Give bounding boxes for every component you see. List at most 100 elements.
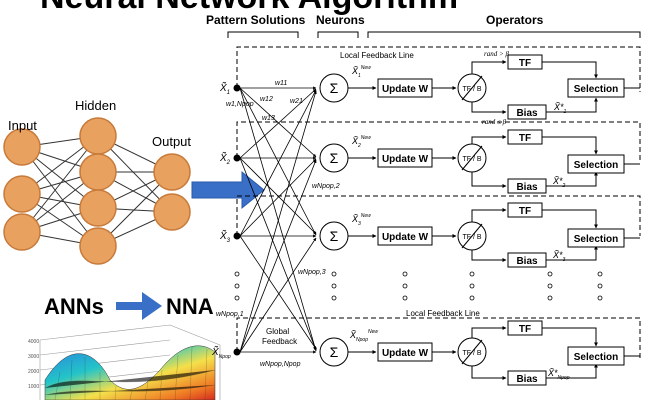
nn-illustration: Input Hidden Output [3, 98, 191, 265]
nn-input-label: Input [8, 118, 37, 133]
output-node [153, 193, 191, 231]
anns-label: ANNs [44, 294, 104, 319]
selection-labels: Selection Selection Selection Selection [574, 84, 618, 363]
selection-label-1: Selection [574, 84, 618, 95]
input-node [3, 213, 41, 251]
pattern-label-2: X̃2 [219, 151, 231, 166]
nn-input-nodes [3, 128, 41, 251]
switch-slashes [461, 75, 483, 365]
dot [547, 271, 553, 277]
nn-output-nodes [153, 153, 191, 231]
dot [597, 295, 603, 301]
selection-boxes [567, 78, 625, 366]
pattern-label-n: X̃Npop [211, 345, 231, 360]
pattern-node-3 [233, 232, 241, 240]
weight-labels: w11 w12 w21 w13 w1,Npop wNpop,2 wNpop,3 … [216, 80, 340, 368]
switch-connectors [471, 60, 507, 380]
ellipsis-dots [234, 271, 603, 301]
surface-tick: 3000 [28, 354, 39, 360]
pattern-node-n [233, 348, 241, 356]
hidden-node [79, 189, 117, 227]
header-pattern-solutions: Pattern Solutions [206, 13, 306, 27]
input-node [3, 128, 41, 166]
tf-label-n: TF [519, 324, 531, 335]
pattern-label-3: X̃3 [219, 229, 231, 244]
surface-tick: 2000 [28, 369, 39, 375]
weight-lines [239, 86, 317, 354]
surface-plot: 4000 3000 2000 1000 [28, 324, 221, 400]
dot [402, 283, 408, 289]
neuron-update-arrows [348, 86, 377, 354]
update-label-n: Update W [382, 348, 429, 359]
feedback-lines [236, 46, 641, 360]
output-node [153, 153, 191, 191]
dot [597, 283, 603, 289]
big-blue-arrow [191, 170, 265, 210]
bias-label-2: Bias [516, 182, 538, 193]
hidden-node [79, 117, 117, 155]
new-labels: X̃1New X̃2New X̃3New X̃NpopNew [349, 65, 378, 343]
selection-outputs [624, 87, 640, 357]
pattern-node-2 [233, 154, 241, 162]
weight-label: w13 [262, 115, 275, 122]
header-brackets [227, 31, 641, 38]
local-feedback-label-top: Local Feedback Line [340, 51, 414, 60]
weight-label: w12 [260, 96, 273, 103]
condition-rand-gt: rand > β [484, 50, 509, 58]
output-label-1: X̃*1 [553, 101, 567, 115]
new-label-2: X̃2New [351, 135, 371, 149]
nna-label: NNA [166, 294, 214, 319]
tf-label-2: TF [519, 133, 531, 144]
weight-label: wNpop,3 [298, 269, 326, 276]
condition-rand-le: rand ≤ β [482, 118, 507, 126]
sigma-icon: Σ [330, 150, 339, 166]
new-label-n: X̃NpopNew [349, 329, 378, 343]
new-label-1: X̃1New [351, 65, 371, 79]
dot [234, 295, 240, 301]
update-label-3: Update W [382, 232, 429, 243]
switch-label-2: TF / B [462, 156, 481, 163]
global-feedback-label-2: Feedback [262, 337, 298, 346]
dot [402, 295, 408, 301]
pattern-labels: X̃1 X̃2 X̃3 X̃Npop [211, 81, 231, 360]
bias-boxes [507, 104, 547, 386]
tf-label-1: TF [519, 58, 531, 69]
bias-label-n: Bias [516, 374, 538, 385]
pattern-label-1: X̃1 [219, 81, 230, 96]
switch-label-3: TF / B [462, 234, 481, 241]
anns-nna-arrow [116, 292, 162, 320]
weight-label: w1,Npop [226, 101, 254, 108]
dot [234, 283, 240, 289]
output-label-n: X̃*Npop [547, 367, 570, 381]
sigma-icon: Σ [330, 80, 339, 96]
nn-hidden-label: Hidden [75, 98, 116, 113]
dot [331, 295, 337, 301]
update-label-1: Update W [382, 84, 429, 95]
weight-label: w11 [275, 80, 287, 87]
selection-connectors [542, 61, 598, 379]
dot [547, 295, 553, 301]
tf-label-3: TF [519, 206, 531, 217]
update-label-2: Update W [382, 154, 429, 165]
switch-labels: TF / B TF / B TF / B TF / B [462, 86, 481, 357]
surface-tick: 4000 [28, 339, 39, 345]
dot [469, 295, 475, 301]
dot [234, 271, 240, 277]
dot [547, 283, 553, 289]
dot [469, 271, 475, 277]
hidden-node [79, 227, 117, 265]
dot [402, 271, 408, 277]
update-boxes [377, 78, 433, 362]
pattern-nodes [233, 84, 241, 356]
surface-tick: 1000 [28, 384, 39, 390]
global-feedback-label-1: Global [266, 327, 289, 336]
dot [331, 283, 337, 289]
sigma-icon: Σ [330, 228, 339, 244]
weight-label: wNpop,2 [312, 183, 340, 190]
tf-labels: TF TF TF TF [519, 58, 531, 335]
local-feedback-label-bottom: Local Feedback Line [406, 309, 480, 318]
dot [469, 283, 475, 289]
hidden-node [79, 153, 117, 191]
